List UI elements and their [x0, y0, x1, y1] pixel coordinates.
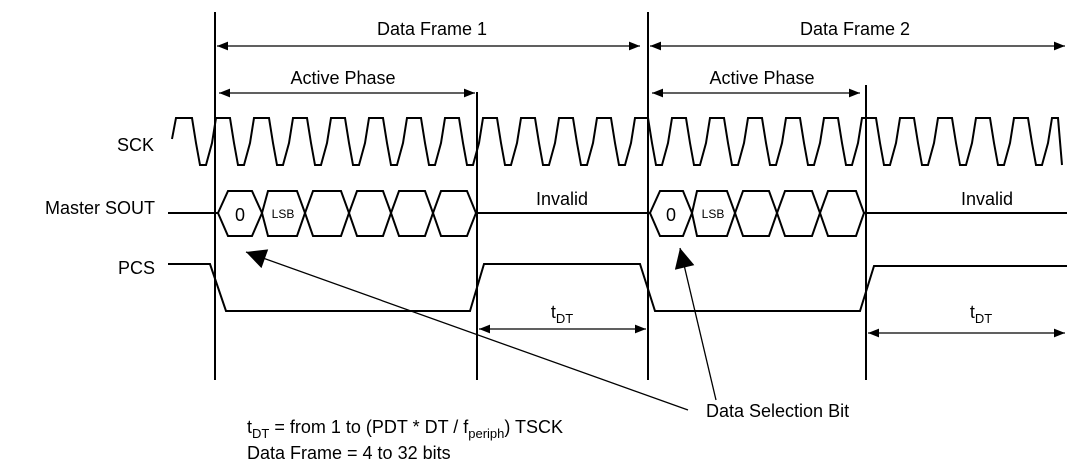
- pcs-waveform: [168, 263, 1067, 312]
- frame1-data-selection-bit: 0: [235, 205, 245, 225]
- pointer-to-frame2-bit: [674, 247, 717, 401]
- sout-frame2-bits: [648, 190, 866, 237]
- data-selection-bit-label: Data Selection Bit: [706, 401, 849, 421]
- frame1-label: Data Frame 1: [377, 19, 487, 39]
- frame-size-note: Data Frame = 4 to 32 bits: [247, 443, 451, 463]
- frame1-tdt-label: tDT: [551, 302, 573, 326]
- frame2-invalid-label: Invalid: [961, 189, 1013, 209]
- frame2-tdt-label: tDT: [970, 302, 992, 326]
- frame2-label: Data Frame 2: [800, 19, 910, 39]
- sout-label: Master SOUT: [45, 198, 155, 218]
- tdt-formula: tDT = from 1 to (PDT * DT / fperiph) TSC…: [247, 417, 563, 441]
- frame1-invalid-label: Invalid: [536, 189, 588, 209]
- sout-frame1-bits: [216, 190, 478, 237]
- frame2-lsb-label: LSB: [702, 207, 725, 221]
- pointer-to-frame1-bit: [245, 249, 689, 411]
- frame1-lsb-label: LSB: [272, 207, 295, 221]
- sck-waveform: [171, 117, 1063, 166]
- frame2-data-selection-bit: 0: [666, 205, 676, 225]
- sck-label: SCK: [117, 135, 154, 155]
- frame2-active-label: Active Phase: [709, 68, 814, 88]
- frame1-active-label: Active Phase: [290, 68, 395, 88]
- pcs-label: PCS: [118, 258, 155, 278]
